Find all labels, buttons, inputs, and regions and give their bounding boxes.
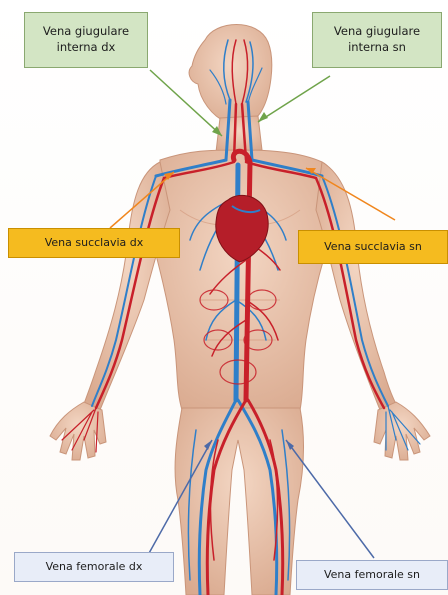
label-femoral-sn-text: Vena femorale sn	[324, 568, 420, 583]
label-jugular-sn: Vena giugulare interna sn	[312, 12, 442, 68]
label-subclavia-dx-text: Vena succlavia dx	[45, 236, 144, 251]
label-jugular-dx-text: Vena giugulare interna dx	[43, 24, 129, 55]
label-femoral-dx: Vena femorale dx	[14, 552, 174, 582]
label-jugular-sn-text: Vena giugulare interna sn	[334, 24, 420, 55]
label-subclavia-sn-text: Vena succlavia sn	[324, 240, 422, 255]
label-femoral-dx-text: Vena femorale dx	[46, 560, 143, 575]
label-jugular-dx: Vena giugulare interna dx	[24, 12, 148, 68]
label-femoral-sn: Vena femorale sn	[296, 560, 448, 590]
label-subclavia-dx: Vena succlavia dx	[8, 228, 180, 258]
neck	[216, 116, 262, 152]
label-subclavia-sn: Vena succlavia sn	[298, 230, 448, 264]
